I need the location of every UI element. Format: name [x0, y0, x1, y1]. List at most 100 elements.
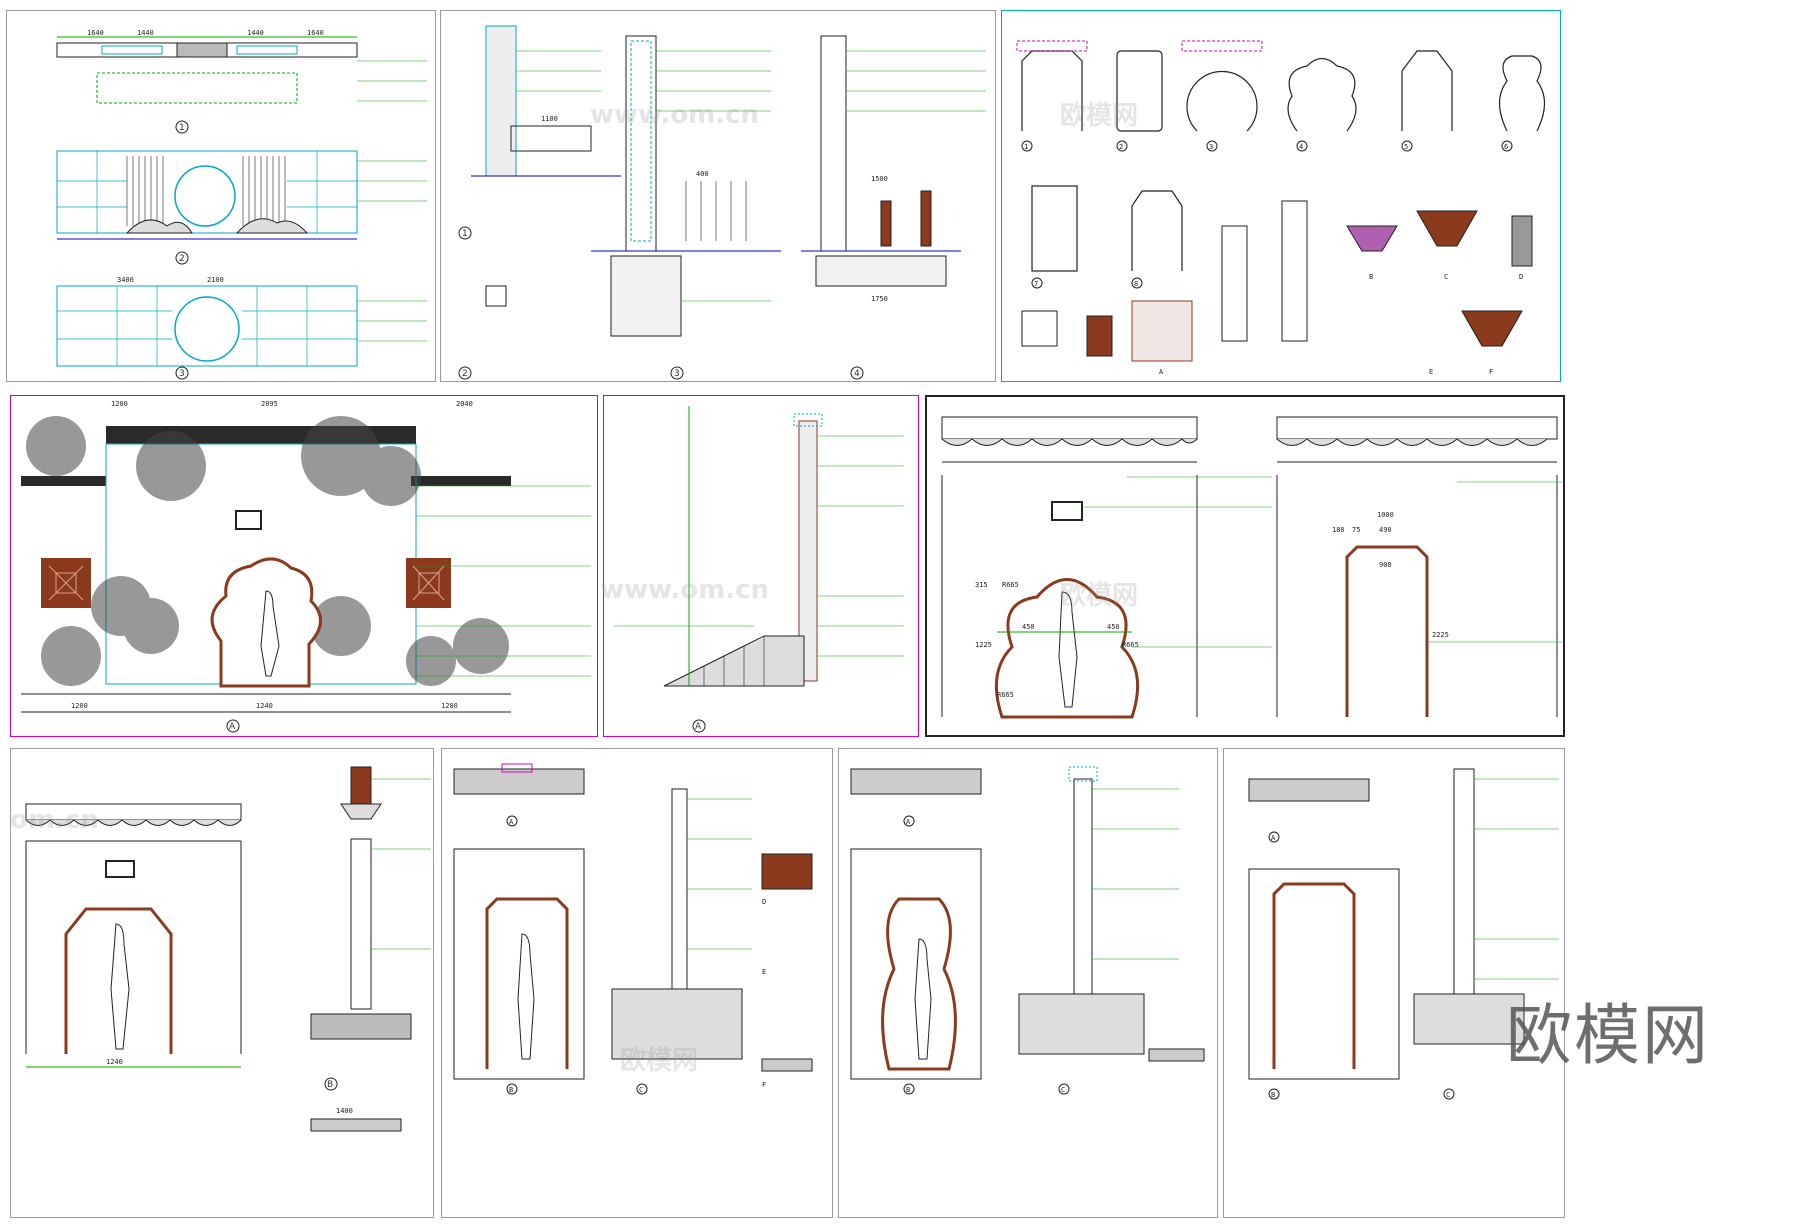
caption-letter: E [1429, 368, 1433, 376]
caption-number: 1 [462, 229, 468, 239]
caption-number: 5 [1404, 143, 1408, 151]
sheet-8-svg: A B C D E F [453, 763, 813, 1095]
small-window [1051, 501, 1083, 521]
drawing-sheet-6: 450 450 R665 R665 R665 1225 315 1000 180… [925, 395, 1565, 737]
dim-text: 450 [1022, 623, 1035, 631]
dim-text: 2225 [1432, 631, 1449, 639]
dim-text: 900 [1379, 561, 1392, 569]
cloud-gate [210, 557, 322, 688]
caption-letter: A [695, 722, 702, 732]
caption-letter: C [1444, 273, 1448, 281]
dim-text: 75 [1352, 526, 1360, 534]
caption-number: 1 [1024, 143, 1028, 151]
caption-letter: C [1446, 1091, 1450, 1099]
caption-bubble [850, 366, 864, 380]
small-window [105, 860, 135, 878]
caption-letter: B [1369, 273, 1373, 281]
human-figure [260, 590, 280, 677]
drawing-sheet-9: A B C [838, 748, 1218, 1218]
dim-text: 2100 [207, 276, 224, 284]
foundation [610, 255, 682, 337]
caption-bubble [175, 120, 189, 134]
elevation-frame [1248, 868, 1400, 1080]
drawing-sheet-4: 1200 1240 1200 1200 2095 2040 A [10, 395, 598, 737]
plan-bench-right [236, 45, 298, 55]
caption-letter: A [509, 818, 514, 826]
drawing-sheet-7: 1240 B 1400 [10, 748, 434, 1218]
human-figure [110, 923, 130, 1050]
roof-tiles-right [1276, 416, 1558, 463]
dim-text: 1640 [307, 29, 324, 37]
drawing-sheet-8: A B C D E F [441, 748, 833, 1218]
dim-text: 1200 [441, 702, 458, 710]
dim-text: 1640 [87, 29, 104, 37]
human-figure [914, 938, 932, 1060]
caption-number: 3 [1209, 143, 1213, 151]
wall-section [350, 838, 372, 1010]
vegetation [26, 416, 509, 686]
drawing-sheet-10: A B C [1223, 748, 1565, 1218]
dim-text: 1440 [247, 29, 264, 37]
caption-letter: D [1519, 273, 1523, 281]
foundation [1018, 993, 1145, 1055]
sheet-10-svg: A B C [1248, 768, 1559, 1100]
elevation-frame [453, 848, 585, 1080]
caption-bubble [458, 366, 472, 380]
wall-section [1453, 768, 1475, 1015]
dim-text: 1225 [975, 641, 992, 649]
dim-text: 1200 [71, 702, 88, 710]
caption-number: 2 [179, 254, 185, 264]
human-figure [517, 933, 535, 1060]
paving-detail [310, 1118, 402, 1132]
caption-letter: F [1489, 368, 1493, 376]
dim-text: 490 [1379, 526, 1392, 534]
dim-text: 1240 [256, 702, 273, 710]
dim-text: 1100 [541, 115, 558, 123]
sheet-6-svg: 450 450 R665 R665 R665 1225 315 1000 180… [941, 416, 1562, 719]
plan-section [453, 768, 585, 795]
bench-section [510, 125, 592, 152]
gate-profile-5 [1401, 50, 1453, 131]
sheet-4-svg: 1200 1240 1200 1200 2095 2040 A [21, 400, 591, 733]
dim-text: 315 [975, 581, 988, 589]
caption-number: 2 [1119, 143, 1123, 151]
drawing-sheet-1: 1640 1440 1440 1640 1 2 [6, 10, 436, 382]
roof-tiles-left [941, 416, 1198, 463]
gate-profile-3 [1186, 70, 1258, 132]
cap-detail-C [1416, 210, 1478, 247]
screen-slats [126, 156, 286, 226]
dim-text: R665 [1122, 641, 1139, 649]
caption-letter: B [327, 1080, 333, 1090]
dim-text: R665 [1002, 581, 1019, 589]
caption-number: 8 [1134, 280, 1138, 288]
detail-box [1086, 315, 1113, 357]
caption-bubble [458, 226, 472, 240]
section-wall-4 [820, 35, 847, 252]
rect-gate-elevation [1345, 545, 1429, 717]
dim-text: 1750 [871, 295, 888, 303]
dim-text: 450 [1107, 623, 1120, 631]
plan-gate [176, 42, 228, 58]
plan-base [96, 72, 298, 104]
sheet-5-svg: A [614, 406, 904, 733]
caption-letter: A [1271, 834, 1276, 842]
dim-text: 2095 [261, 400, 278, 408]
rockery-right [235, 218, 309, 234]
rockery-left [125, 219, 193, 234]
dim-text: 1400 [336, 1107, 353, 1115]
plan-bench-left [101, 45, 163, 55]
dim-text: 2040 [456, 400, 473, 408]
caption-number: 3 [179, 369, 185, 379]
gate-profile-2 [1116, 50, 1163, 132]
vase-gate [881, 897, 957, 1071]
octagon-gate [64, 907, 173, 1054]
caption-letter: F [762, 1081, 766, 1089]
wall-section [798, 420, 818, 682]
elevation-frame [56, 285, 358, 367]
caption-number: 7 [1034, 280, 1038, 288]
caption-number: 3 [674, 369, 680, 379]
caption-letter: A [229, 722, 236, 732]
dim-text: 400 [696, 170, 709, 178]
detail-D [1511, 215, 1533, 267]
column-detail [1221, 225, 1248, 342]
